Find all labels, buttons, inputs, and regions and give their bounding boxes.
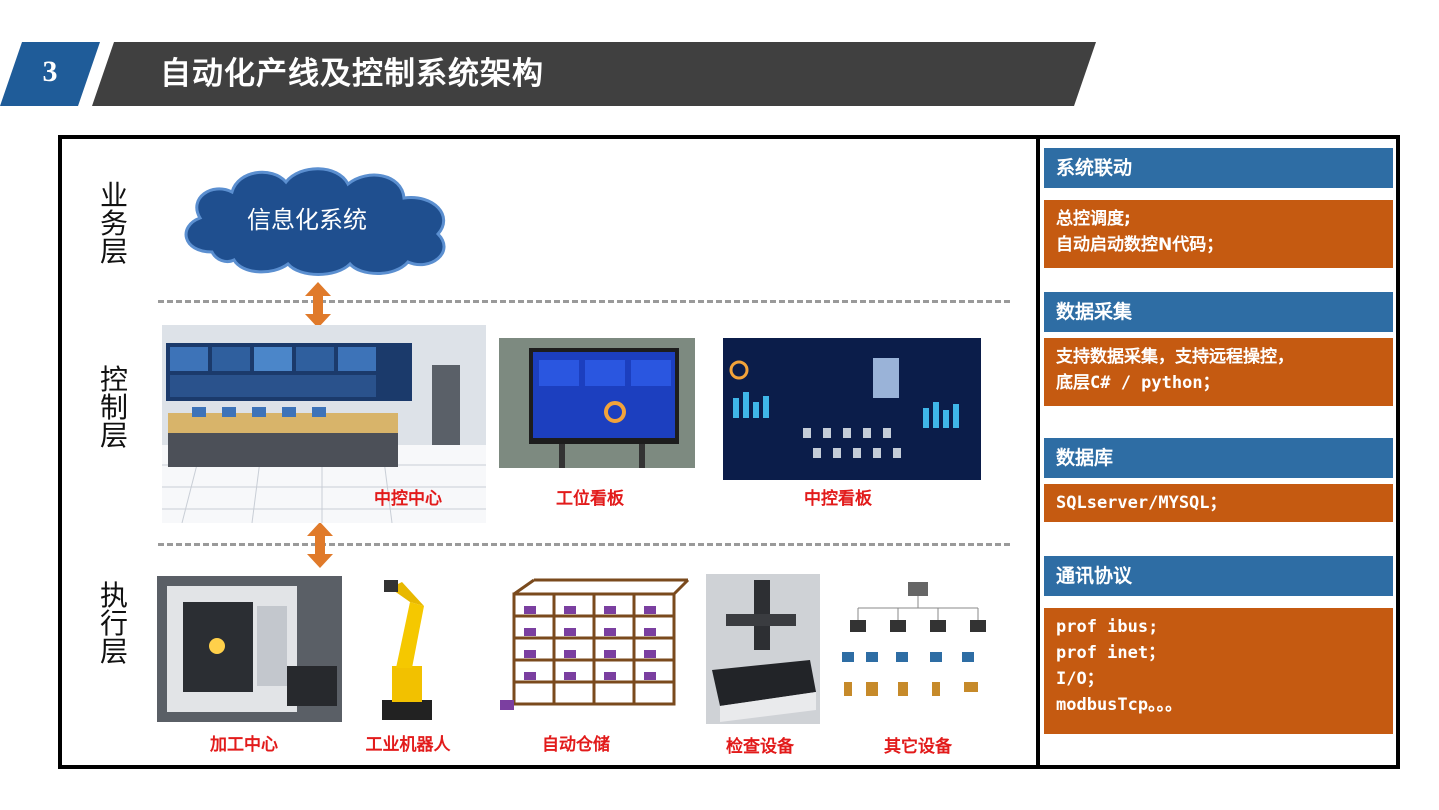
panel-divider [1036, 135, 1040, 769]
protocol-section-title: 通讯协议 [1044, 556, 1393, 596]
machining-center-caption: 加工中心 [210, 735, 278, 755]
other-equipment-caption: 其它设备 [884, 737, 952, 757]
control-dashboard-photo [723, 338, 981, 480]
collection-section-title: 数据采集 [1044, 292, 1393, 332]
cloud-label: 信息化系统 [247, 206, 367, 234]
page-title: 自动化产线及控制系统架构 [160, 56, 544, 92]
machining-center-photo [157, 576, 342, 722]
industrial-robot-photo [362, 576, 446, 722]
database-line: SQLserver/MYSQL； [1056, 493, 1227, 513]
title-bar [92, 42, 1096, 106]
collection-line: 底层C# / python； [1056, 373, 1220, 393]
cloud-icon [184, 167, 446, 276]
inspection-equipment-photo [706, 574, 820, 724]
collection-line: 支持数据采集，支持远程操控， [1056, 347, 1294, 367]
linkage-line: 总控调度; [1056, 209, 1131, 229]
database-section-body: SQLserver/MYSQL； [1044, 484, 1393, 522]
business-layer-label: 业务层 [99, 179, 128, 268]
workstation-board-photo [499, 338, 695, 468]
database-section-title: 数据库 [1044, 438, 1393, 478]
protocol-line: prof ibus; [1056, 617, 1159, 637]
linkage-line: 自动启动数控N代码； [1056, 235, 1224, 255]
control-room-caption: 中控中心 [374, 489, 442, 509]
protocol-section-body: prof ibus; prof inet； I/O； modbusTcp。。。 [1044, 608, 1393, 734]
linkage-section-body: 总控调度; 自动启动数控N代码； [1044, 200, 1393, 268]
protocol-line: I/O； [1056, 669, 1104, 689]
other-equipment-diagram [836, 578, 1000, 724]
control-room-photo [162, 325, 486, 523]
double-arrow-icon [307, 522, 333, 568]
control-dashboard-caption: 中控看板 [804, 489, 872, 509]
automated-storage-photo [474, 574, 692, 722]
inspection-equipment-caption: 检查设备 [726, 737, 794, 757]
collection-section-body: 支持数据采集，支持远程操控， 底层C# / python； [1044, 338, 1393, 406]
industrial-robot-caption: 工业机器人 [365, 735, 451, 755]
workstation-board-caption: 工位看板 [556, 489, 624, 509]
control-execution-separator [158, 543, 1010, 546]
protocol-line: modbusTcp。。。 [1056, 695, 1183, 715]
double-arrow-icon [305, 282, 331, 328]
linkage-section-title: 系统联动 [1044, 148, 1393, 188]
protocol-line: prof inet； [1056, 643, 1166, 663]
automated-storage-caption: 自动仓储 [542, 735, 610, 755]
control-layer-label: 控制层 [99, 363, 128, 452]
business-control-separator [158, 300, 1010, 303]
execution-layer-label: 执行层 [99, 579, 128, 668]
section-number: 3 [42, 55, 58, 88]
